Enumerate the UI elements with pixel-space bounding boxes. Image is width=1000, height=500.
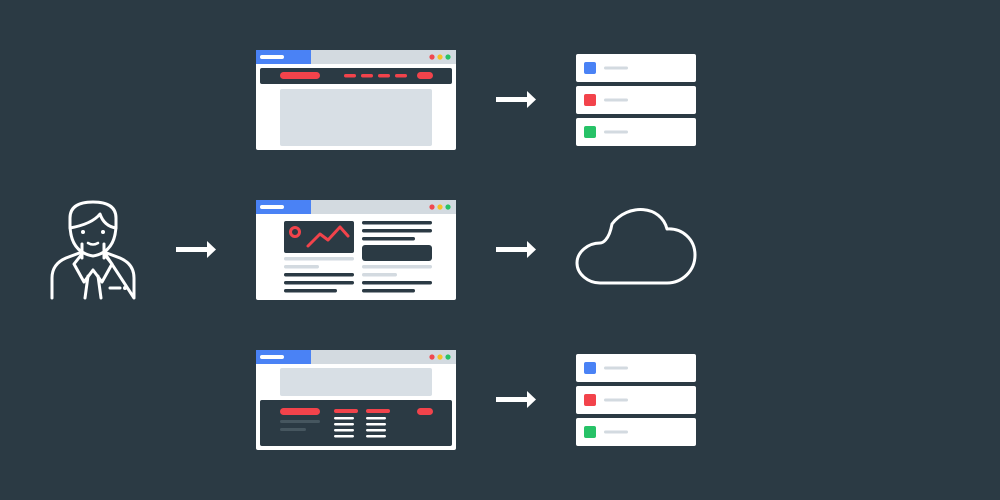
text-line [362, 221, 432, 225]
server-tier [576, 354, 696, 382]
nav-link [361, 74, 373, 78]
server-led-green [584, 126, 596, 138]
user-smile [86, 241, 100, 246]
arrow-right-icon [496, 391, 536, 408]
text-line-light [284, 265, 319, 269]
server-label [604, 430, 628, 434]
server-tier [576, 386, 696, 414]
window-dot-yellow [437, 204, 443, 210]
window-dot-yellow [437, 54, 443, 60]
text-line-light [362, 265, 432, 269]
text-line [362, 281, 432, 285]
arrow-right-icon [176, 241, 216, 258]
window-dot-red [429, 354, 435, 360]
text-line [362, 289, 415, 293]
window-dot-green [445, 204, 451, 210]
user-face-details [81, 230, 127, 290]
footer-logo [280, 408, 320, 415]
window-tab-label [260, 355, 284, 359]
text-line-light [362, 273, 397, 277]
text-line [284, 281, 354, 285]
footer-heading [334, 409, 358, 413]
server-label [604, 98, 628, 102]
server-led-red [584, 394, 596, 406]
banner-placeholder [280, 368, 432, 396]
cloud-icon [575, 208, 697, 285]
database-icon [576, 354, 696, 446]
browser-window-middle [256, 200, 456, 300]
server-label [604, 398, 628, 402]
server-led-blue [584, 362, 596, 374]
database-icon [576, 54, 696, 146]
window-dot-green [445, 354, 451, 360]
server-label [604, 366, 628, 370]
footer-text [280, 428, 306, 431]
nav-link [378, 74, 390, 78]
arrow-right-icon [496, 91, 536, 108]
text-line [362, 229, 432, 233]
server-label [604, 130, 628, 134]
nav-button [417, 72, 433, 79]
text-line-light [284, 257, 354, 261]
footer-links [334, 417, 386, 438]
nav-link [395, 74, 407, 78]
button-block [362, 245, 432, 261]
server-led-blue [584, 62, 596, 74]
text-line [362, 237, 415, 241]
footer-button [417, 408, 433, 415]
server-tier [576, 118, 696, 146]
server-label [604, 66, 628, 70]
window-tab-label [260, 205, 284, 209]
trend-chart-icon [289, 225, 350, 248]
window-dot-red [429, 54, 435, 60]
server-tier [576, 54, 696, 82]
window-dot-red [429, 204, 435, 210]
nav-link [344, 74, 356, 78]
window-dot-yellow [437, 354, 443, 360]
arrow-right-icon [496, 241, 536, 258]
server-tier [576, 418, 696, 446]
server-led-red [584, 94, 596, 106]
footer-text [280, 420, 320, 423]
server-tier [576, 86, 696, 114]
text-line [284, 289, 337, 293]
nav-logo [280, 72, 320, 79]
window-dot-green [445, 54, 451, 60]
server-led-green [584, 426, 596, 438]
browser-window-bottom [256, 350, 456, 450]
text-line [284, 273, 354, 277]
window-tab-label [260, 55, 284, 59]
user-icon [50, 200, 136, 300]
browser-window-top [256, 50, 456, 150]
banner-placeholder [280, 89, 432, 146]
footer-heading [366, 409, 390, 413]
